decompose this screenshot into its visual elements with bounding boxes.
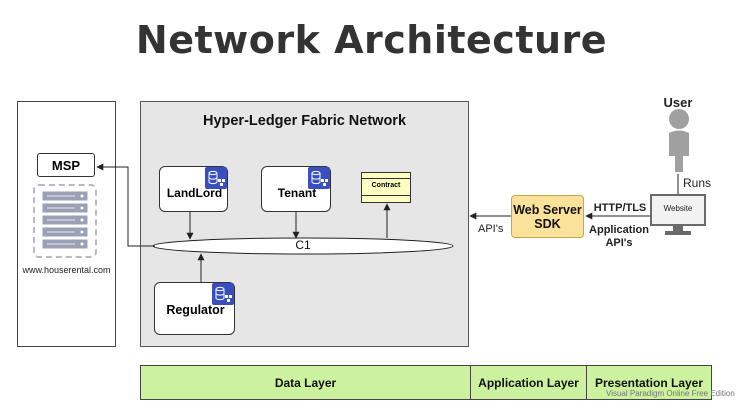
fabric-network-title: Hyper-Ledger Fabric Network [202, 113, 407, 129]
database-icon [205, 167, 227, 189]
webserver-line2: SDK [534, 217, 561, 231]
landlord-label: LandLord [166, 186, 223, 200]
tenant-peer: Tenant [261, 166, 331, 212]
watermark: Visual Paradigm Online Free Edition [606, 389, 735, 398]
contract-divider [362, 178, 410, 179]
data-layer: Data Layer [140, 365, 471, 400]
regulator-label: Regulator [166, 303, 225, 317]
channel-label: C1 [295, 238, 311, 252]
diagram-title: Network Architecture [135, 18, 608, 62]
runs-label: Runs [683, 176, 712, 190]
regulator-peer: Regulator [154, 282, 235, 335]
application-layer: Application Layer [470, 365, 587, 400]
apis-label: API's [478, 223, 504, 235]
webserver-sdk-box: Web Server SDK [511, 195, 584, 238]
http-tls-label: HTTP/TLS [593, 202, 647, 214]
database-icon [212, 283, 234, 305]
contract-divider [362, 195, 410, 196]
tenant-label: Tenant [277, 186, 317, 200]
server-rack-icon [33, 184, 97, 258]
landlord-peer: LandLord [159, 166, 228, 212]
user-icon [669, 109, 689, 172]
database-icon [308, 167, 330, 189]
application-apis-label: API's [605, 237, 633, 249]
msp-box: MSP [37, 153, 95, 177]
application-label: Application [589, 224, 649, 236]
user-label: User [663, 95, 693, 110]
site-url-label: www.houserental.com [22, 265, 111, 275]
c1-to-msp-connector [96, 163, 155, 247]
server-rack-graphic [41, 190, 89, 250]
website-label: Website [663, 204, 693, 213]
contract-box: Contract [361, 172, 411, 203]
computer-icon [650, 194, 706, 235]
presentation-layer: Presentation Layer [586, 365, 712, 400]
contract-label: Contract [371, 182, 401, 189]
webserver-line1: Web Server [513, 203, 582, 217]
